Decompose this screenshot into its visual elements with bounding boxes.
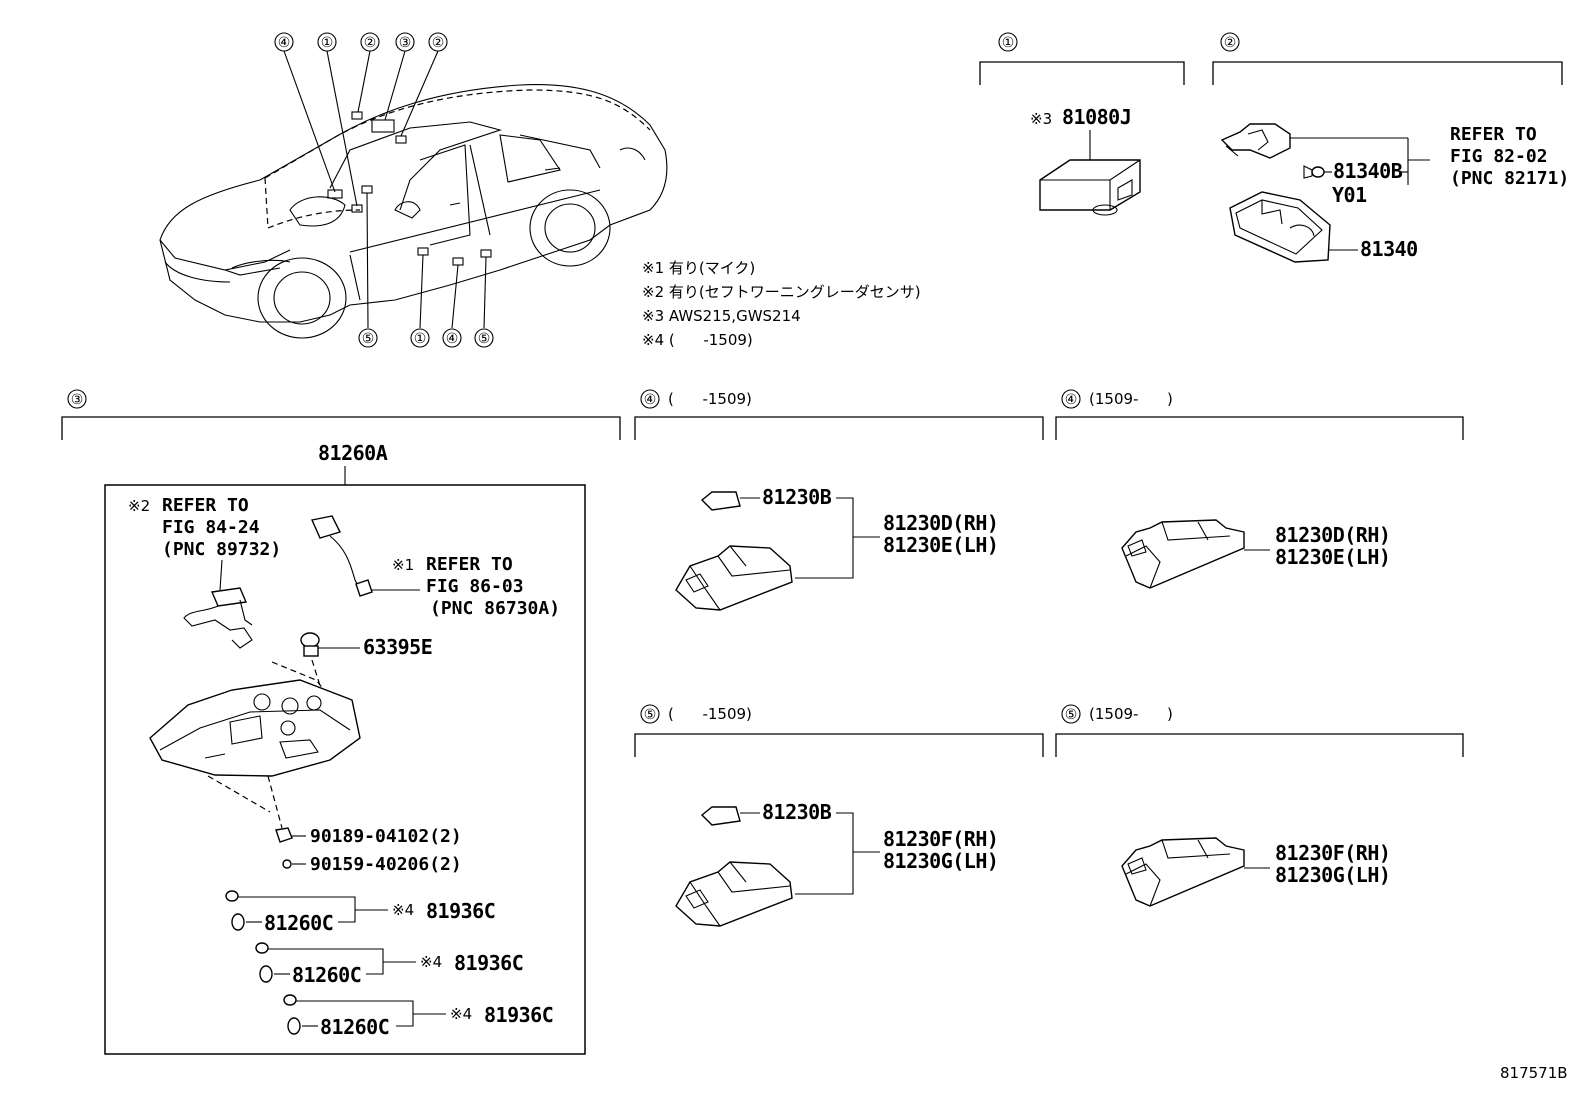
callout-5: ⑤ [362, 331, 375, 347]
refer1-line-2: FIG 86-03 [426, 576, 524, 597]
refer2-line-1: REFER TO [162, 495, 249, 516]
part-81340: 81340 [1360, 237, 1418, 261]
bulb-row: 81260C ※4 81936C [255, 942, 524, 987]
refer2-note: ※2 [128, 497, 150, 515]
part-screw-1: 90189-04102(2) [310, 826, 462, 847]
refer1-line-3: (PNC 86730A) [430, 598, 560, 619]
part-81230F-RH: 81230F(RH) [883, 827, 998, 851]
section-3-callout: ③ [71, 392, 84, 408]
part-81936C: 81936C [484, 1003, 553, 1027]
part-81936C: 81936C [426, 899, 495, 923]
part-81230B: 81230B [762, 485, 832, 509]
part-81260C: 81260C [292, 963, 361, 987]
row-note: ※4 [450, 1005, 472, 1023]
callout-4: ④ [446, 331, 459, 347]
part-81080J: 81080J [1062, 105, 1131, 129]
sensor-note: ※3 [1030, 110, 1052, 128]
refer-line-1: REFER TO [1450, 124, 1537, 145]
note-3: ※3 AWS215,GWS214 [642, 307, 801, 325]
section-2: ② 81340B Y01 REFER TO FIG 82-02 (PNC 821… [1212, 32, 1569, 263]
refer1-note: ※1 [392, 556, 414, 574]
callout-1: ① [414, 331, 427, 347]
car-callouts: ④ ① ② ③ ② ⑤ ① ④ ⑤ [274, 32, 494, 348]
part-81230E-LH: 81230E(LH) [1275, 545, 1390, 569]
part-81260A: 81260A [318, 441, 388, 465]
part-81340B-suffix: Y01 [1332, 183, 1367, 207]
part-81340B: 81340B [1333, 159, 1403, 183]
refer1-line-1: REFER TO [426, 554, 513, 575]
section-4b-callout: ④ [1065, 392, 1078, 408]
bulb-row: 81260C ※4 81936C [283, 994, 554, 1039]
refer-line-2: FIG 82-02 [1450, 146, 1548, 167]
section-4a: ④ ( -1509) 81230B 81230D(RH) 81230E(LH) [634, 389, 1044, 611]
part-81230D-RH: 81230D(RH) [1275, 523, 1390, 547]
section-1: ① ※3 81080J [979, 32, 1185, 216]
row-note: ※4 [420, 953, 442, 971]
bulb-row: 81260C ※4 81936C [225, 890, 496, 935]
section-4a-range: ( -1509) [668, 390, 752, 408]
callout-4: ④ [278, 35, 291, 51]
section-5b-range: (1509- ) [1089, 705, 1173, 723]
section-4a-callout: ④ [644, 392, 657, 408]
part-63395E: 63395E [363, 635, 432, 659]
note-4: ※4 ( -1509) [642, 331, 753, 349]
section-1-callout: ① [1002, 35, 1015, 51]
section-2-callout: ② [1224, 35, 1237, 51]
section-5a-callout: ⑤ [644, 707, 657, 723]
part-81230G-LH: 81230G(LH) [883, 849, 998, 873]
refer2-line-3: (PNC 89732) [162, 539, 281, 560]
part-81230B: 81230B [762, 800, 832, 824]
assembly-box [104, 484, 586, 1055]
section-4b-range: (1509- ) [1089, 390, 1173, 408]
section-5a-range: ( -1509) [668, 705, 752, 723]
refer2-line-2: FIG 84-24 [162, 517, 260, 538]
callout-2: ② [364, 35, 377, 51]
part-81936C: 81936C [454, 951, 523, 975]
callout-5: ⑤ [478, 331, 491, 347]
callout-1: ① [321, 35, 334, 51]
note-2: ※2 有り(セフトワーニングレーダセンサ) [642, 283, 921, 301]
part-81260C: 81260C [320, 1015, 389, 1039]
part-81230G-LH: 81230G(LH) [1275, 863, 1390, 887]
notes: ※1 有り(マイク) ※2 有り(セフトワーニングレーダセンサ) ※3 AWS2… [642, 259, 921, 349]
diagram-id: 817571B [1500, 1064, 1568, 1082]
section-5a: ⑤ ( -1509) 81230B 81230F(RH) 81230G(LH) [634, 704, 1044, 927]
callout-3: ③ [399, 35, 412, 51]
section-3: ③ 81260A ※2 REFER TO FIG 84-24 (PNC 8973… [61, 389, 621, 1055]
part-81230F-RH: 81230F(RH) [1275, 841, 1390, 865]
callout-2: ② [432, 35, 445, 51]
section-5b-callout: ⑤ [1065, 707, 1078, 723]
car-overview [159, 84, 668, 339]
part-screw-2: 90159-40206(2) [310, 854, 462, 875]
note-1: ※1 有り(マイク) [642, 259, 755, 277]
section-5b: ⑤ (1509- ) 81230F(RH) 81230G(LH) [1055, 704, 1464, 907]
part-81230E-LH: 81230E(LH) [883, 533, 998, 557]
refer-line-3: (PNC 82171) [1450, 168, 1569, 189]
car-callout-leaders [283, 50, 487, 329]
section-4b: ④ (1509- ) 81230D(RH) 81230E(LH) [1055, 389, 1464, 589]
part-81230D-RH: 81230D(RH) [883, 511, 998, 535]
part-81260C: 81260C [264, 911, 333, 935]
row-note: ※4 [392, 901, 414, 919]
